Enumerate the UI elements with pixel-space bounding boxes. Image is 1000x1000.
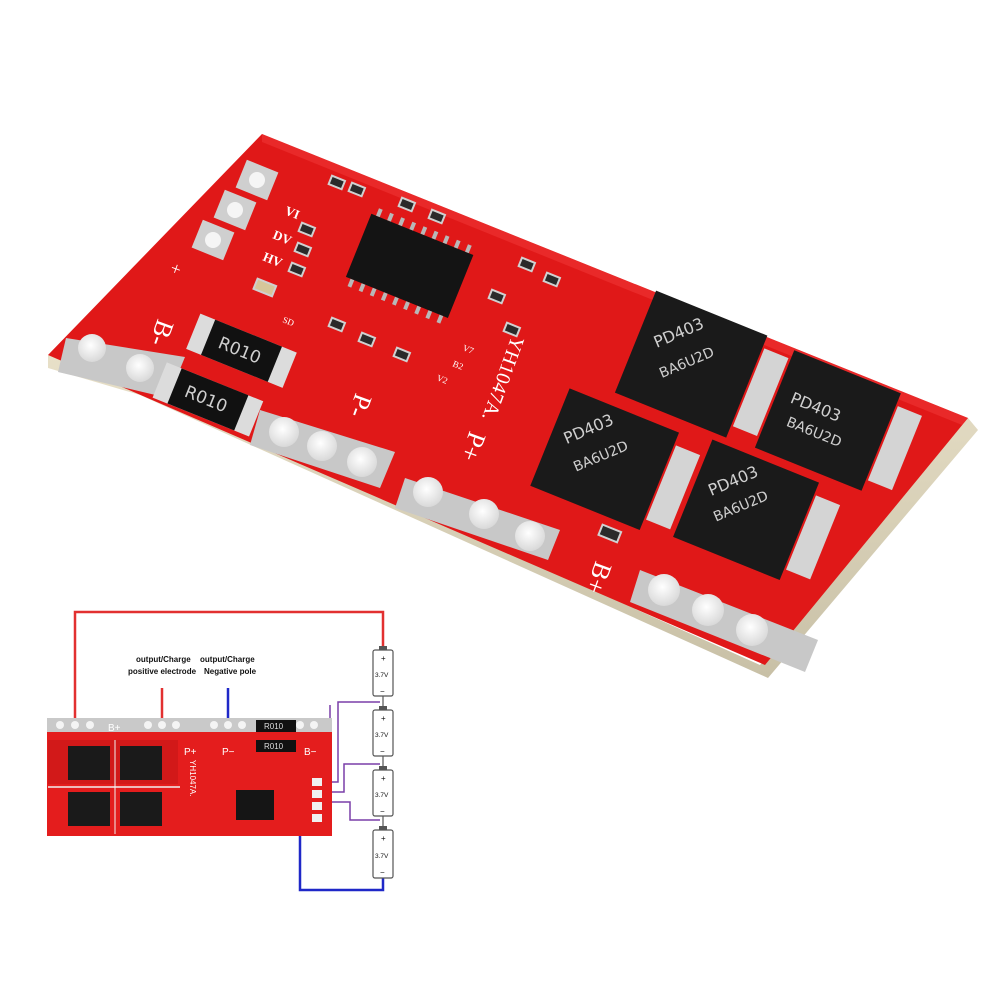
cell-3-minus: − <box>380 807 385 816</box>
mosfet-2: PD403 BA6U2D <box>754 350 922 491</box>
p-plus-pads <box>395 477 560 560</box>
mini-label-p-minus: P− <box>222 747 235 758</box>
cell-1-voltage: 3.7V <box>375 672 389 679</box>
p-minus-pads <box>250 410 395 488</box>
mini-balance-pads <box>312 778 322 822</box>
marking-4: B2 <box>451 359 464 372</box>
mosfet-3: PD403 BA6U2D <box>530 388 701 530</box>
cell-3-voltage: 3.7V <box>375 792 389 799</box>
battery-cell-2: + 3.7V − <box>372 706 394 757</box>
pcb-photo: HV DV VI SD B2 V7 V2 B- + R010 R010 P- <box>48 134 978 678</box>
cell-4-minus: − <box>380 868 385 877</box>
mini-mosfets <box>48 740 180 834</box>
marking-1: DV <box>271 227 295 248</box>
cell-4-plus: + <box>381 834 386 843</box>
annotation-positive-line1: output/Charge <box>136 655 191 664</box>
mosfet-4: PD403 BA6U2D <box>673 439 841 580</box>
marking-6: V2 <box>435 373 449 386</box>
cell-1-minus: − <box>380 687 385 696</box>
protection-ic <box>345 208 474 324</box>
cell-4-voltage: 3.7V <box>375 853 389 860</box>
battery-cell-1: + 3.7V − <box>372 646 394 697</box>
b-minus-pads <box>58 334 185 398</box>
marking-5: V7 <box>461 343 475 357</box>
smd-components <box>252 174 623 544</box>
mini-label-b-plus: B+ <box>108 723 121 734</box>
cell-2-plus: + <box>381 714 386 723</box>
battery-cell-3: + 3.7V − <box>372 766 394 817</box>
cell-1-plus: + <box>381 654 386 663</box>
shunt-resistor-1: R010 <box>186 313 297 388</box>
annotation-negative-line2: Negative pole <box>204 667 257 676</box>
mini-label-b-minus: B− <box>304 747 317 758</box>
marking-3: SD <box>281 315 296 329</box>
marking-0: HV <box>261 249 285 270</box>
cell-2-minus: − <box>380 747 385 756</box>
positive-wire <box>73 610 385 720</box>
mosfet-1: PD403 BA6U2D <box>614 290 789 438</box>
annotation-positive-line2: positive electrode <box>128 667 197 676</box>
marking-2: VI <box>283 203 302 222</box>
cell-2-voltage: 3.7V <box>375 732 389 739</box>
mini-label-p-plus: P+ <box>184 747 197 758</box>
annotation-negative-line1: output/Charge <box>200 655 255 664</box>
mini-resistor-1: R010 <box>256 720 296 732</box>
mini-resistor-1-marking: R010 <box>264 722 284 731</box>
mini-resistor-2-marking: R010 <box>264 742 284 751</box>
b-plus-pads <box>630 570 818 672</box>
mini-ic <box>236 790 274 820</box>
balance-pads <box>191 159 279 261</box>
shunt-resistor-2: R010 <box>152 362 264 437</box>
cell-3-plus: + <box>381 774 386 783</box>
wiring-diagram: output/Charge positive electrode output/… <box>47 610 394 892</box>
mini-resistor-2: R010 <box>256 740 296 752</box>
battery-cell-4: + 3.7V − <box>372 826 394 879</box>
mini-board-label: YH1047A. <box>188 760 197 796</box>
silkscreen-labels: HV DV VI SD B2 V7 V2 <box>261 203 476 386</box>
